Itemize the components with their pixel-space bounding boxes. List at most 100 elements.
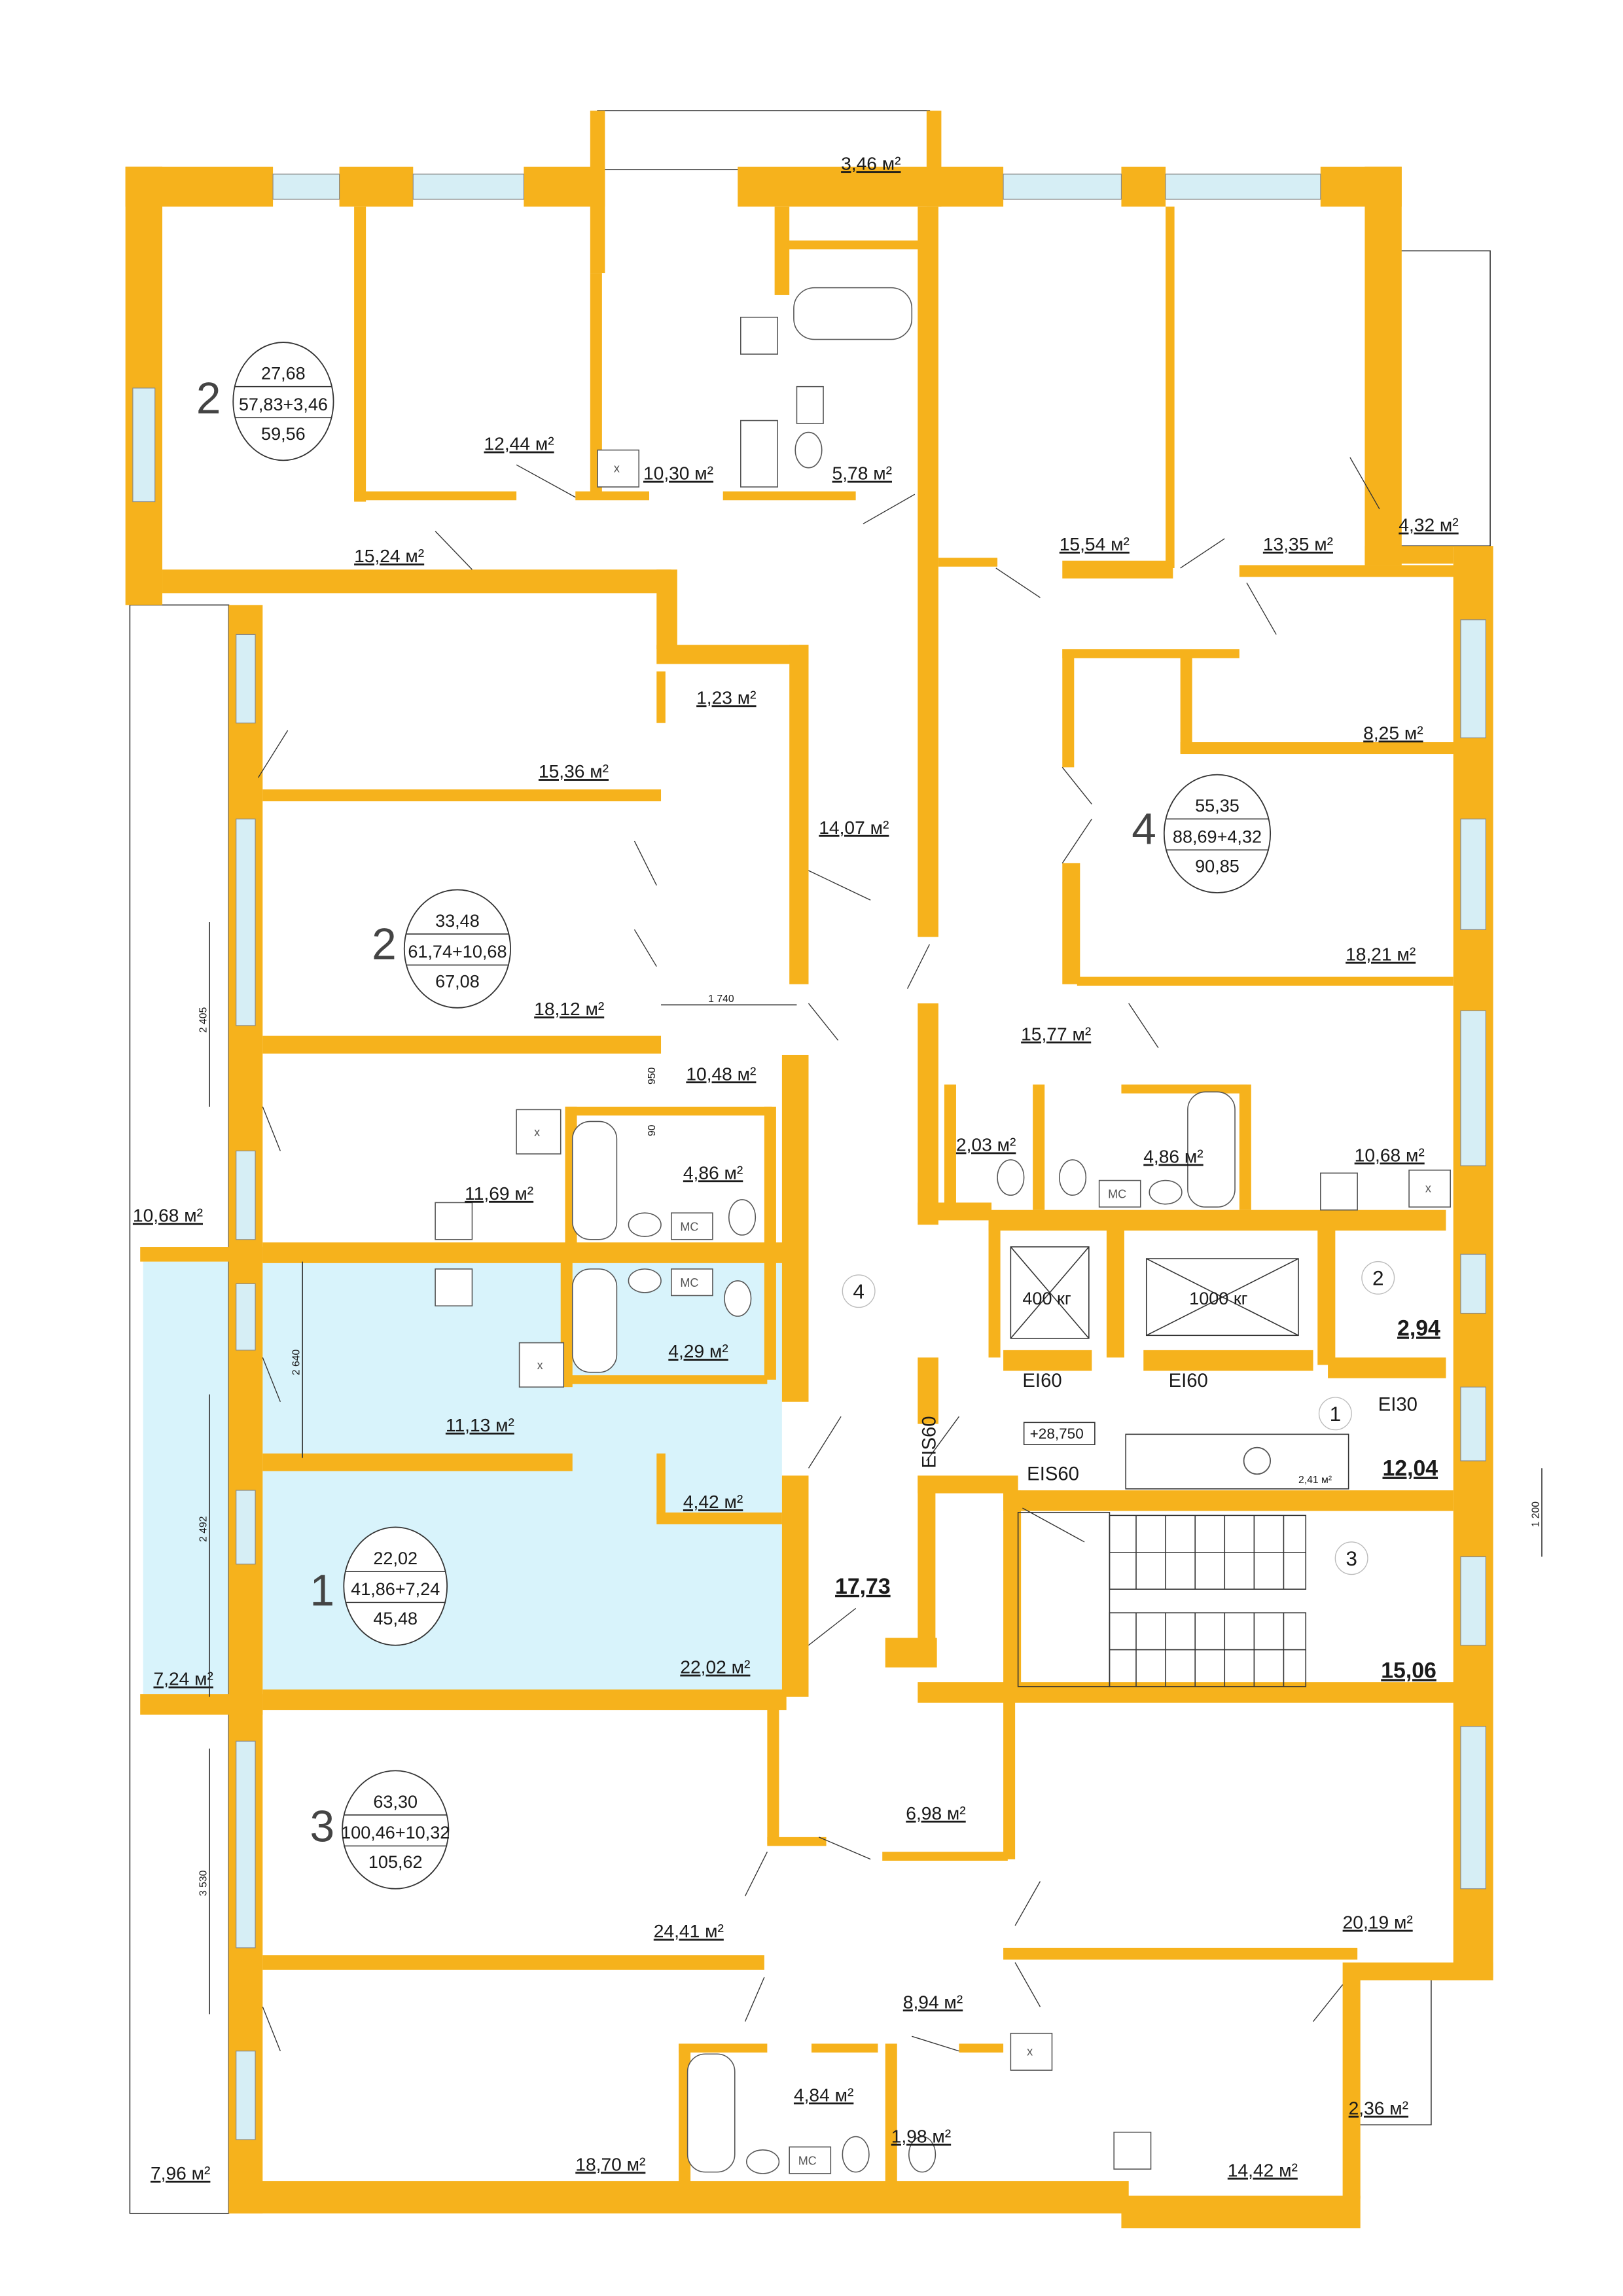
- elevator-capacity-large: 1000 кг: [1189, 1289, 1248, 1308]
- mc-label: МС: [680, 1220, 698, 1233]
- washer-box: [789, 2146, 832, 2174]
- fixture-labels: МС МС МС МС x x x x x: [534, 461, 1431, 2167]
- room-area: 10,68 м²: [1355, 1144, 1425, 1165]
- room-area: 7,24 м²: [153, 1668, 213, 1689]
- apartment-number: 3: [310, 1803, 334, 1852]
- room-area: 3,46 м²: [841, 152, 901, 173]
- toilet: [842, 2136, 870, 2173]
- dimension: 1 200: [1530, 1501, 1541, 1528]
- elevator-hall-area: 12,04: [1382, 1456, 1438, 1480]
- living-area: 33,48: [435, 911, 480, 931]
- stairwell-area: 15,06: [1381, 1658, 1436, 1683]
- room-area: 22,02 м²: [680, 1657, 750, 1677]
- windows: [132, 173, 1486, 2140]
- room-area: 18,70 м²: [575, 2153, 645, 2174]
- room-area: 2,03 м²: [956, 1134, 1016, 1155]
- bathtub: [687, 2053, 736, 2173]
- corridor-area: 17,73: [835, 1574, 891, 1599]
- apartment-number: 1: [310, 1566, 334, 1615]
- fire-rating-labels: EI60 EI60 EI30 EIS60 EIS60: [918, 1370, 1418, 1484]
- room-area: 4,86 м²: [1143, 1146, 1203, 1167]
- marker-elevator-hall: 1: [1330, 1402, 1342, 1426]
- dimension: 950: [647, 1067, 658, 1085]
- apartment-number: 2: [372, 920, 397, 969]
- area-formula: 88,69+4,32: [1173, 827, 1262, 846]
- walls: [125, 111, 1493, 2229]
- area-formula: 61,74+10,68: [408, 942, 507, 961]
- toilet: [794, 431, 823, 469]
- mc-label: МС: [680, 1276, 698, 1289]
- room-area: 18,21 м²: [1346, 944, 1416, 965]
- area-formula: 57,83+3,46: [239, 395, 328, 414]
- room-area: 4,84 м²: [794, 2084, 853, 2105]
- room-area: 8,94 м²: [903, 1991, 963, 2012]
- apartment-number: 2: [196, 374, 221, 423]
- room-area: 4,86 м²: [683, 1162, 743, 1183]
- room-area: 2,36 м²: [1349, 2098, 1408, 2119]
- toilet: [908, 2136, 936, 2173]
- room-area: 8,25 м²: [1363, 723, 1423, 744]
- apartment-badge: 2 33,48 61,74+10,68 67,08: [372, 889, 511, 1009]
- level-mark: +28,750: [1023, 1422, 1096, 1445]
- room-area: 6,98 м²: [906, 1803, 965, 1823]
- washer-box: [671, 1268, 713, 1297]
- dimension: 2 405: [198, 1007, 209, 1033]
- sink: [740, 420, 778, 488]
- dimension: 1 740: [708, 994, 734, 1005]
- fire-rating: EI30: [1378, 1393, 1418, 1415]
- room-2-area: 2,94: [1397, 1316, 1440, 1340]
- vent-label: x: [534, 1126, 540, 1139]
- room-area: 10,68 м²: [133, 1205, 203, 1226]
- total-area: 59,56: [261, 424, 306, 444]
- apartment-1-highlight: [143, 1261, 782, 1695]
- elevator-capacity-small: 400 кг: [1022, 1289, 1071, 1308]
- room-area: 20,19 м²: [1343, 1912, 1413, 1933]
- elevator-small: 400 кг: [1010, 1246, 1090, 1339]
- mc-label: МС: [798, 2154, 817, 2167]
- apartment-number: 4: [1132, 805, 1156, 854]
- total-area: 90,85: [1195, 856, 1240, 876]
- fire-rating: EI60: [1169, 1370, 1208, 1391]
- balconies: [129, 110, 1491, 2214]
- bathtub: [571, 1121, 618, 1240]
- accessible-area-label: 2,41 м²: [1298, 1475, 1332, 1486]
- room-area: 10,48 м²: [686, 1063, 756, 1084]
- room-area: 15,54 м²: [1060, 533, 1130, 554]
- bathtub: [793, 287, 913, 340]
- fire-rating: EI60: [1022, 1370, 1061, 1391]
- fixtures: [435, 287, 1451, 2174]
- stove: [1320, 1172, 1358, 1211]
- room-area-labels: 3,46 м² 12,44 м² 10,30 м² 5,78 м² 15,24 …: [133, 152, 1459, 2183]
- room-area: 12,44 м²: [484, 433, 554, 454]
- vent-label: x: [537, 1359, 543, 1372]
- bathtub: [571, 1268, 618, 1373]
- washbasin: [746, 2149, 780, 2174]
- marker-stairwell: 3: [1346, 1547, 1357, 1570]
- apartment-badge: 2 27,68 57,83+3,46 59,56: [196, 342, 334, 461]
- fire-rating: EIS60: [918, 1416, 940, 1468]
- total-area: 67,08: [435, 971, 480, 991]
- stove: [1113, 2131, 1152, 2170]
- room-area: 15,24 м²: [354, 545, 424, 566]
- stove: [435, 1202, 473, 1240]
- area-formula: 41,86+7,24: [351, 1579, 440, 1599]
- total-area: 45,48: [373, 1609, 418, 1628]
- area-formula: 100,46+10,32: [341, 1823, 450, 1842]
- dimension: 90: [647, 1124, 658, 1136]
- room-area: 1,23 м²: [696, 687, 756, 708]
- wheelchair-icon: [1243, 1446, 1272, 1475]
- room-area: 18,12 м²: [534, 998, 604, 1019]
- living-area: 55,35: [1195, 796, 1240, 816]
- apartment-badge: 3 63,30 100,46+10,32 105,62: [310, 1770, 450, 1890]
- toilet: [997, 1159, 1025, 1196]
- room-area: 14,42 м²: [1228, 2159, 1298, 2180]
- washer-box: [671, 1212, 713, 1240]
- room-area: 4,42 м²: [683, 1491, 743, 1512]
- room-area: 7,96 м²: [151, 2162, 210, 2183]
- dimension-lines: 2 405 2 492 3 530 2 640 1 740 950 90 1 2…: [198, 922, 1543, 2015]
- living-area: 63,30: [373, 1792, 418, 1812]
- washer-box: [1098, 1179, 1141, 1208]
- room-area: 10,30 м²: [643, 463, 713, 484]
- door-swings: [257, 457, 1380, 2052]
